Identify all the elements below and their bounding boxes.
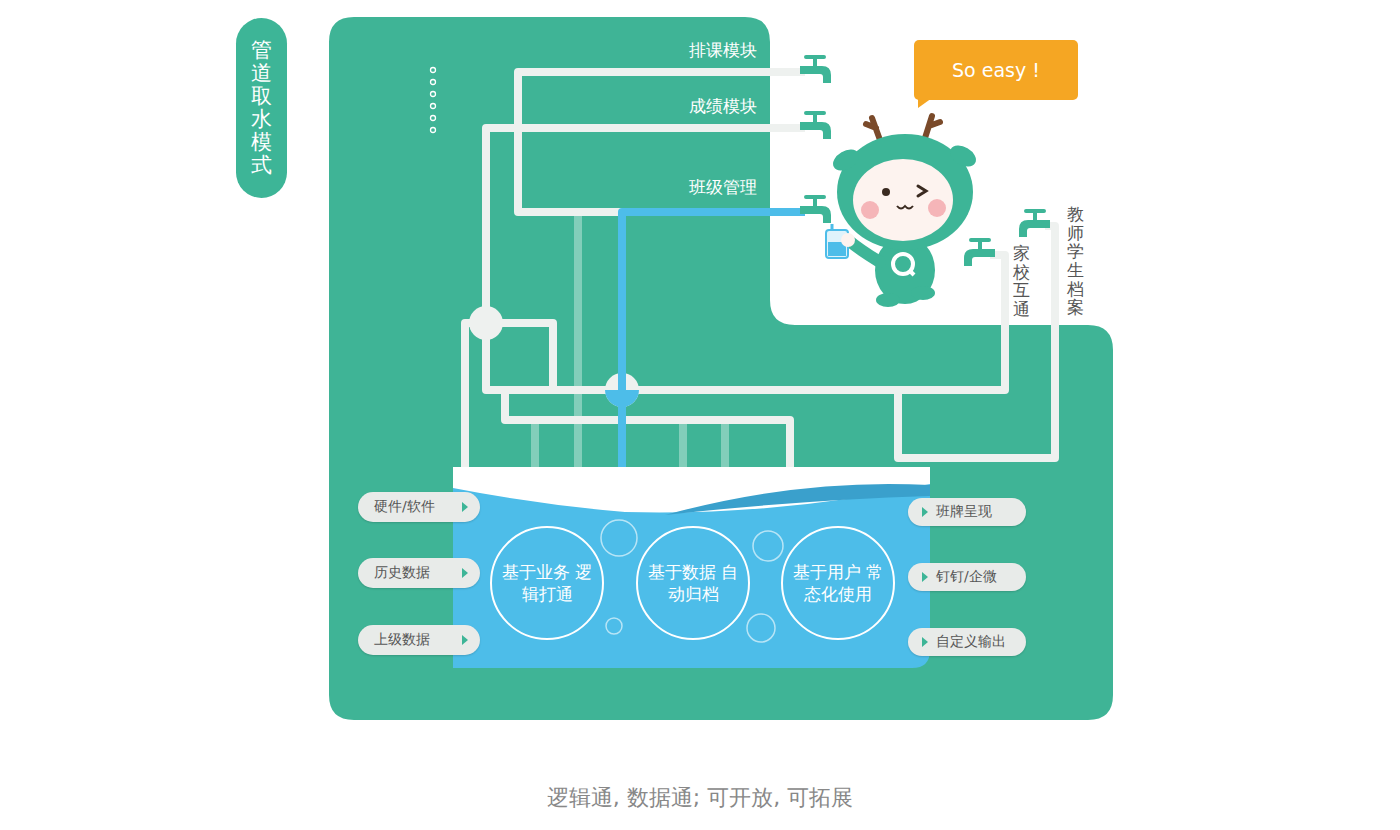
- node-text: 钉钉/企微: [936, 568, 997, 586]
- arrow-mark: [922, 637, 928, 647]
- blue-pipe: [618, 373, 626, 407]
- node-text: 基于数据 自动归档: [647, 561, 739, 605]
- module-label: 家校互通: [1013, 244, 1030, 319]
- node-text: 班牌呈现: [936, 503, 992, 521]
- node-text: 硬件/软件: [374, 498, 435, 516]
- pipe-joint: [605, 373, 639, 407]
- input-pill: 上级数据: [358, 625, 480, 655]
- water: [453, 484, 930, 668]
- pale-pipes: [535, 216, 725, 467]
- arrow-mark: [462, 502, 468, 512]
- title: 管道取水模式: [251, 39, 272, 178]
- caption: 逻辑通, 数据通; 可开放, 可拓展: [0, 783, 1400, 813]
- node-text: So easy !: [952, 59, 1040, 81]
- white-pipes: [465, 72, 1055, 467]
- arrow-mark: [462, 635, 468, 645]
- node-text: 上级数据: [374, 631, 430, 649]
- module-label: 排课模块: [689, 39, 757, 62]
- output-pill: 自定义输出: [908, 628, 1026, 656]
- node-text: 基于业务 逻辑打通: [501, 561, 593, 605]
- node-text: 基于用户 常态化使用: [792, 561, 884, 605]
- arrow-mark: [922, 507, 928, 517]
- input-pill: 历史数据: [358, 558, 480, 588]
- arrow-mark: [922, 572, 928, 582]
- pipe-joint: [469, 306, 503, 340]
- water-wave: [665, 484, 930, 515]
- speech-bubble: So easy !: [914, 40, 1078, 100]
- input-pill: 硬件/软件: [358, 492, 480, 522]
- module-label: 班级管理: [689, 176, 757, 199]
- principle-circle: 基于业务 逻辑打通: [490, 526, 604, 640]
- title-pill: 管道取水模式: [236, 18, 287, 198]
- module-label: 成绩模块: [689, 95, 757, 118]
- module-label: 教师学生档案: [1067, 205, 1084, 317]
- ellipsis-dots: [431, 68, 436, 133]
- output-pill: 班牌呈现: [908, 498, 1026, 526]
- arrow-mark: [462, 568, 468, 578]
- node-text: 自定义输出: [936, 633, 1006, 651]
- deer-mascot: [826, 116, 980, 307]
- green-ground: [329, 17, 1113, 720]
- bubbles: [601, 520, 783, 642]
- output-pill: 钉钉/企微: [908, 563, 1026, 591]
- node-text: 历史数据: [374, 564, 430, 582]
- principle-circle: 基于数据 自动归档: [636, 526, 750, 640]
- principle-circle: 基于用户 常态化使用: [781, 526, 895, 640]
